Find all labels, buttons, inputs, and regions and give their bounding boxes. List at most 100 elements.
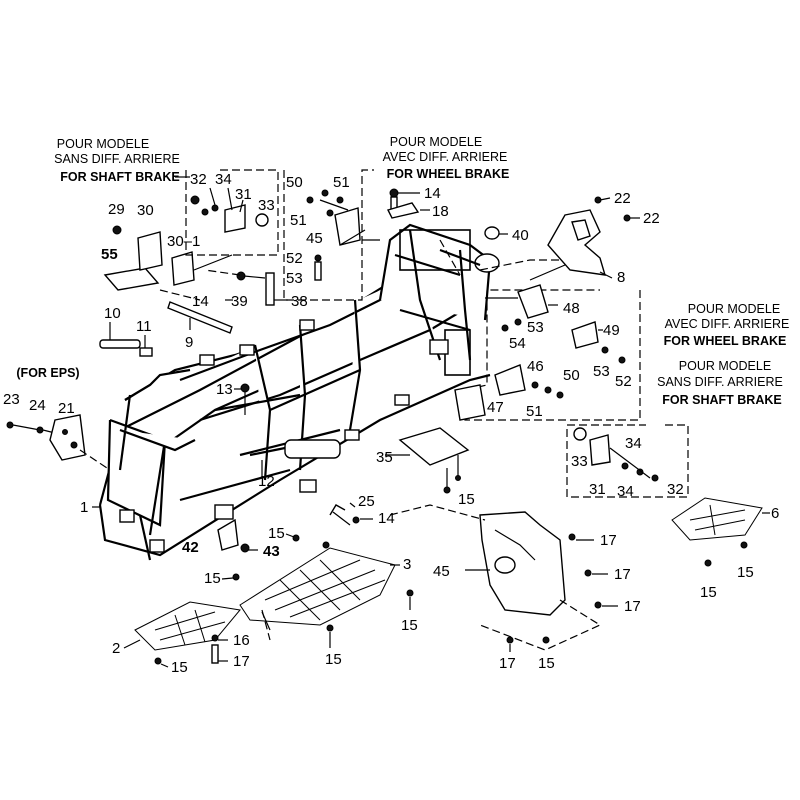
svg-text:FOR SHAFT BRAKE: FOR SHAFT BRAKE xyxy=(662,393,781,407)
part-30-bracket xyxy=(137,231,163,271)
main-frame xyxy=(98,223,500,561)
label-51-b: 51 xyxy=(290,212,307,229)
label-16: 16 xyxy=(233,632,250,649)
part-21-bracket xyxy=(49,414,86,461)
upper-middle-parts xyxy=(225,188,500,306)
label-4-5: 45 xyxy=(433,563,450,580)
label-29: 29 xyxy=(108,201,125,218)
part-9-bar xyxy=(167,301,233,334)
part-10-rod xyxy=(99,339,141,349)
svg-text:AVEC DIFF. ARRIERE: AVEC DIFF. ARRIERE xyxy=(665,317,790,331)
skid-plate-3 xyxy=(232,534,414,648)
label-43: 43 xyxy=(263,543,280,560)
leader-lines xyxy=(79,239,602,651)
lower-center-parts xyxy=(217,502,360,553)
label-34-c: 34 xyxy=(617,483,634,500)
guard-4-5 xyxy=(465,511,602,644)
label-46: 46 xyxy=(527,358,544,375)
label-14-c: 14 xyxy=(378,510,395,527)
label-49: 49 xyxy=(603,322,620,339)
label-33-b: 33 xyxy=(571,453,588,470)
note-shaft-brake-right: POUR MODELE SANS DIFF. ARRIERE FOR SHAFT… xyxy=(657,359,783,407)
label-53-a: 53 xyxy=(286,270,303,287)
shaft-brake-box-right xyxy=(566,424,689,498)
label-52-a: 52 xyxy=(286,250,303,267)
label-18: 18 xyxy=(432,203,449,220)
label-10: 10 xyxy=(104,305,121,322)
label-2: 2 xyxy=(112,640,120,657)
svg-text:FOR WHEEL BRAKE: FOR WHEEL BRAKE xyxy=(387,167,510,181)
label-15-f: 15 xyxy=(171,659,188,676)
label-31-a: 31 xyxy=(235,186,252,203)
svg-text:FOR SHAFT BRAKE: FOR SHAFT BRAKE xyxy=(60,170,179,184)
label-22-b: 22 xyxy=(643,210,660,227)
left-parts xyxy=(99,225,263,478)
label-30: 30 xyxy=(137,202,154,219)
svg-text:POUR MODELE: POUR MODELE xyxy=(57,137,149,151)
label-42: 42 xyxy=(182,539,199,556)
label-24: 24 xyxy=(29,397,46,414)
eps-parts xyxy=(6,414,86,461)
label-22-a: 22 xyxy=(614,190,631,207)
note-for-eps: (FOR EPS) xyxy=(16,366,79,380)
skid-plate-6 xyxy=(671,497,770,567)
label-45: 45 xyxy=(306,230,323,247)
label-40: 40 xyxy=(512,227,529,244)
label-6: 6 xyxy=(771,505,779,522)
svg-text:POUR MODELE: POUR MODELE xyxy=(679,359,771,373)
label-55: 55 xyxy=(101,246,118,263)
note-wheel-brake-top: POUR MODELE AVEC DIFF. ARRIERE FOR WHEEL… xyxy=(383,135,510,181)
part-29-bolt xyxy=(112,225,122,235)
label-35: 35 xyxy=(376,449,393,466)
label-9: 9 xyxy=(185,334,193,351)
part-30-1-bracket xyxy=(171,251,195,286)
svg-text:SANS DIFF. ARRIERE: SANS DIFF. ARRIERE xyxy=(657,375,783,389)
label-17-a: 17 xyxy=(233,653,250,670)
label-39: 39 xyxy=(231,293,248,310)
svg-text:FOR WHEEL BRAKE: FOR WHEEL BRAKE xyxy=(664,334,787,348)
label-34-a: 34 xyxy=(215,171,232,188)
part-number-labels: 1 2 3 45 6 8 9 10 11 12 13 14 14 14 15 1… xyxy=(3,171,779,676)
label-15-b: 15 xyxy=(268,525,285,542)
label-15-e: 15 xyxy=(325,651,342,668)
label-1: 1 xyxy=(80,499,88,516)
label-32-b: 32 xyxy=(667,481,684,498)
label-32-a: 32 xyxy=(190,171,207,188)
label-54: 54 xyxy=(509,335,526,352)
label-50-a: 50 xyxy=(286,174,303,191)
label-48: 48 xyxy=(563,300,580,317)
svg-text:SANS DIFF. ARRIERE: SANS DIFF. ARRIERE xyxy=(54,152,180,166)
label-8: 8 xyxy=(617,269,625,286)
label-50-b: 50 xyxy=(563,367,580,384)
label-25: 25 xyxy=(358,493,375,510)
label-31-b: 31 xyxy=(589,481,606,498)
label-53-b: 53 xyxy=(527,319,544,336)
label-38: 38 xyxy=(291,293,308,310)
label-15-i: 15 xyxy=(737,564,754,581)
label-23: 23 xyxy=(3,391,20,408)
label-34-b: 34 xyxy=(625,435,642,452)
label-3: 3 xyxy=(403,556,411,573)
note-wheel-brake-right: POUR MODELE AVEC DIFF. ARRIERE FOR WHEEL… xyxy=(664,302,790,348)
svg-text:POUR MODELE: POUR MODELE xyxy=(390,135,482,149)
label-14-a: 14 xyxy=(192,293,209,310)
part-8-bracket xyxy=(529,196,640,281)
label-17-d: 17 xyxy=(624,598,641,615)
label-53-c: 53 xyxy=(593,363,610,380)
svg-text:AVEC DIFF. ARRIERE: AVEC DIFF. ARRIERE xyxy=(383,150,508,164)
label-17-c: 17 xyxy=(614,566,631,583)
part-11-clip xyxy=(139,347,153,357)
label-52-b: 52 xyxy=(615,373,632,390)
label-14-b: 14 xyxy=(424,185,441,202)
label-17-b: 17 xyxy=(600,532,617,549)
part-35-plate xyxy=(385,427,470,494)
label-11: 11 xyxy=(136,318,152,335)
label-13: 13 xyxy=(216,381,233,398)
label-33-a: 33 xyxy=(258,197,275,214)
label-21: 21 xyxy=(58,400,75,417)
label-30-1: 30–1 xyxy=(167,233,200,250)
label-15-g: 15 xyxy=(538,655,555,672)
label-51-a: 51 xyxy=(333,174,350,191)
svg-text:POUR MODELE: POUR MODELE xyxy=(688,302,780,316)
